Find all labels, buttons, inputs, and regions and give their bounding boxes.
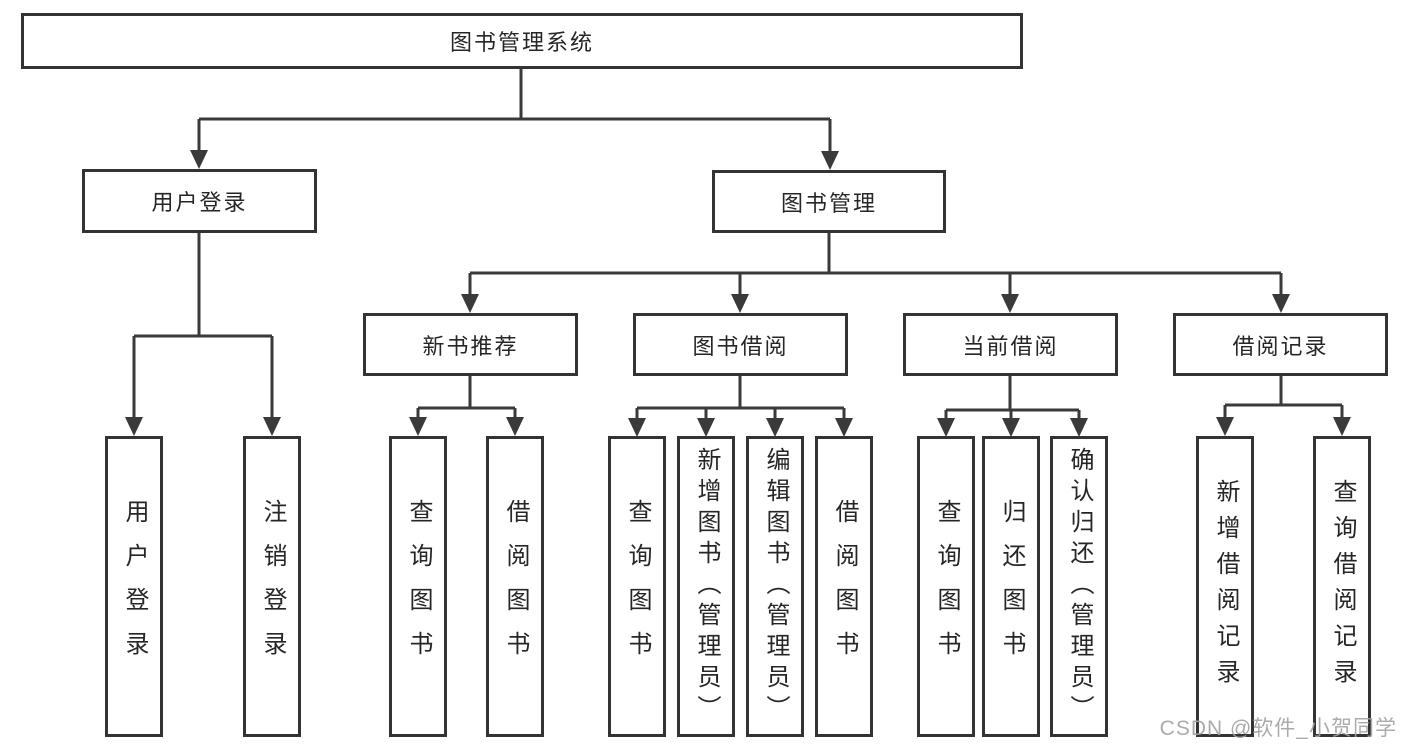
leaf-query-books-current-label: 查询图书 [933,498,960,675]
node-user-login: 用户登录 [82,169,317,233]
leaf-return-books: 归还图书 [982,436,1040,737]
csdn-watermark: CSDN @软件_小贺同学 [1159,717,1397,740]
leaf-logout: 注销登录 [243,436,301,737]
leaf-borrow-books-borrowing: 借阅图书 [815,436,873,737]
connector-currentborrow-to-children [937,376,1088,437]
node-library-system: 图书管理系统 [21,13,1023,69]
leaf-add-borrow-record-label: 新增借阅记录 [1212,478,1239,695]
leaf-add-borrow-record: 新增借阅记录 [1196,436,1254,737]
leaf-query-books-recommend: 查询图书 [389,436,447,737]
leaf-query-books-recommend-label: 查询图书 [405,498,432,675]
leaf-add-books-admin-label: 新增图书（管理员） [693,447,720,726]
leaf-query-books-borrowing-label: 查询图书 [624,498,651,675]
leaf-logout-label: 注销登录 [259,498,286,675]
leaf-query-books-current: 查询图书 [917,436,975,737]
leaf-confirm-return-admin: 确认归还（管理员） [1050,436,1108,737]
leaf-borrow-books-recommend: 借阅图书 [486,436,544,737]
leaf-borrow-books-recommend-label: 借阅图书 [502,498,529,675]
node-borrowing-records: 借阅记录 [1173,313,1388,376]
leaf-edit-books-admin-label: 编辑图书（管理员） [762,447,789,726]
node-book-borrowing: 图书借阅 [633,313,848,376]
leaf-user-login-label: 用户登录 [121,498,148,675]
connector-root-to-level2 [190,68,839,170]
node-current-borrowing: 当前借阅 [903,313,1118,376]
connector-bookborrow-to-children [628,376,853,437]
connector-borrowrecords-to-children [1216,376,1351,436]
node-new-book-recommend: 新书推荐 [363,313,578,376]
node-book-management: 图书管理 [712,170,946,233]
leaf-query-borrow-record: 查询借阅记录 [1313,436,1371,737]
leaf-add-books-admin: 新增图书（管理员） [677,436,735,737]
leaf-return-books-label: 归还图书 [998,498,1025,675]
leaf-user-login: 用户登录 [105,436,163,737]
connector-bookmgmt-to-level3 [461,233,1290,313]
connector-userlogin-to-children [125,233,281,436]
leaf-query-books-borrowing: 查询图书 [608,436,666,737]
leaf-confirm-return-admin-label: 确认归还（管理员） [1066,447,1093,726]
leaf-borrow-books-borrowing-label: 借阅图书 [831,498,858,675]
leaf-edit-books-admin: 编辑图书（管理员） [746,436,804,737]
leaf-query-borrow-record-label: 查询借阅记录 [1329,478,1356,695]
connector-newbookrec-to-children [409,376,524,436]
